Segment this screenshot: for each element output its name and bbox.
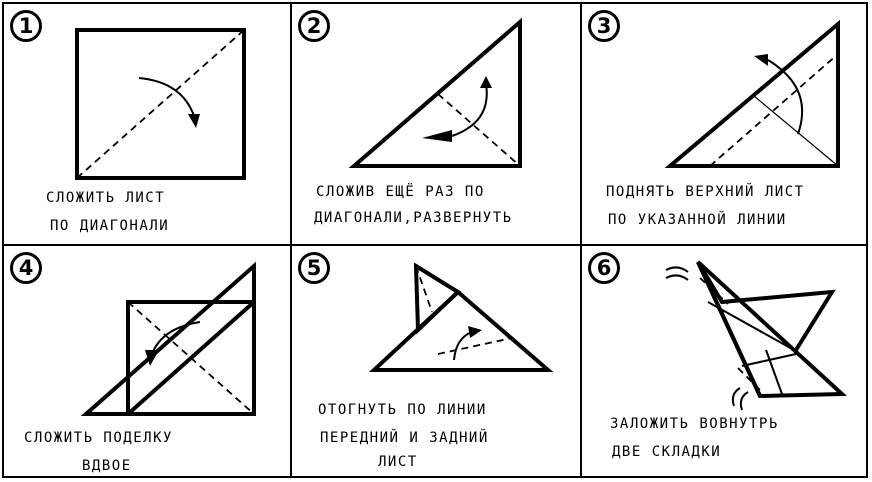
base-triangle	[368, 289, 554, 372]
step-6-panel: 6 ЗАЛОЖИТЬ ВОВНУТРЬ ДВЕ СКЛАДКИ	[580, 244, 868, 478]
fold-arrowhead	[468, 326, 482, 338]
step-6-caption-line2: ДВЕ СКЛАДКИ	[612, 444, 722, 460]
step-2-number: 2	[298, 10, 330, 42]
unfold-arrow	[451, 83, 488, 137]
step-2-panel: 2 СЛОЖИВ ЕЩЁ РАЗ ПО ДИАГОНАЛИ,РАЗВЕРНУТЬ	[290, 2, 582, 246]
step-2-caption-line2: ДИАГОНАЛИ,РАЗВЕРНУТЬ	[314, 210, 513, 226]
step-2-caption-line1: СЛОЖИВ ЕЩЁ РАЗ ПО	[316, 184, 485, 200]
fold-line-tail	[737, 367, 763, 393]
fold-line	[437, 93, 521, 167]
step-4-caption-line1: СЛОЖИТЬ ПОДЕЛКУ	[24, 430, 173, 446]
step-4-number: 4	[10, 252, 42, 284]
step-4-panel: 4 СЛОЖИТЬ ПОДЕЛКУ ВДВОЕ	[2, 244, 292, 478]
fold-arrow	[453, 331, 473, 361]
unfold-arrowhead-top	[480, 76, 492, 88]
squiggle-arrow-top	[665, 266, 689, 273]
fold-line-base	[437, 337, 513, 355]
fold-line-flap	[415, 265, 433, 313]
step-4-caption-line2: ВДВОЕ	[82, 458, 132, 474]
step-3-caption-line2: ПО УКАЗАННОЙ ЛИНИИ	[608, 212, 787, 228]
step-1-panel: 1 СЛОЖИТЬ ЛИСТ ПО ДИАГОНАЛИ	[2, 2, 292, 246]
squiggle-arrow-bottom-2	[739, 391, 749, 411]
fold-line	[709, 53, 839, 167]
fold-diagonal	[76, 29, 245, 179]
step-3-number: 3	[588, 10, 620, 42]
fold-arrowhead	[188, 114, 200, 128]
step-2-drawing	[348, 17, 522, 168]
lift-arrowhead	[754, 54, 768, 66]
fold-line	[127, 301, 255, 415]
step-6-caption-line1: ЗАЛОЖИТЬ ВОВНУТРЬ	[610, 416, 779, 432]
front-square	[126, 300, 256, 416]
squiggle-arrow-top-2	[665, 274, 689, 281]
tail-outline	[696, 260, 836, 352]
folded-triangle	[664, 19, 840, 168]
lift-line	[753, 95, 839, 167]
step-5-caption-line2: ПЕРЕДНИЙ И ЗАДНИЙ	[320, 430, 489, 446]
step-5-drawing	[368, 262, 554, 372]
inner-fold-3	[765, 349, 783, 395]
step-3-drawing	[664, 19, 840, 168]
step-6-drawing	[665, 260, 848, 411]
step-4-drawing	[80, 261, 256, 416]
step-5-number: 5	[298, 252, 330, 284]
step-5-caption-line1: ОТОГНУТЬ ПО ЛИНИИ	[318, 402, 487, 418]
step-3-panel: 3 ПОДНЯТЬ ВЕРХНИЙ ЛИСТ ПО УКАЗАННОЙ ЛИНИ…	[580, 2, 868, 246]
unfold-arrowhead-left	[422, 130, 452, 142]
fold-arrow	[151, 321, 201, 355]
step-1-caption-line1: СЛОЖИТЬ ЛИСТ	[46, 190, 166, 206]
lift-arrow	[767, 59, 804, 135]
step-3-caption-line1: ПОДНЯТЬ ВЕРХНИЙ ЛИСТ	[606, 184, 805, 200]
step-5-caption-line3: ЛИСТ	[378, 454, 418, 470]
step-1-drawing	[75, 28, 246, 180]
top-flap	[413, 262, 462, 335]
body-outline	[696, 260, 848, 399]
squiggle-arrow-bottom	[731, 387, 741, 407]
beak-edge	[696, 261, 762, 397]
paper-square	[75, 28, 246, 180]
step-5-panel: 5 ОТОГНУТЬ ПО ЛИНИИ ПЕРЕДНИЙ И ЗАДНИЙ ЛИ…	[290, 244, 582, 478]
step-1-caption-line2: ПО ДИАГОНАЛИ	[50, 218, 170, 234]
folded-triangle	[348, 17, 522, 168]
inner-fold-1	[707, 301, 795, 351]
fold-arrow	[138, 77, 195, 117]
step-6-number: 6	[588, 252, 620, 284]
step-1-number: 1	[10, 10, 42, 42]
fold-line-head	[699, 277, 729, 305]
fold-arrowhead	[145, 350, 159, 366]
